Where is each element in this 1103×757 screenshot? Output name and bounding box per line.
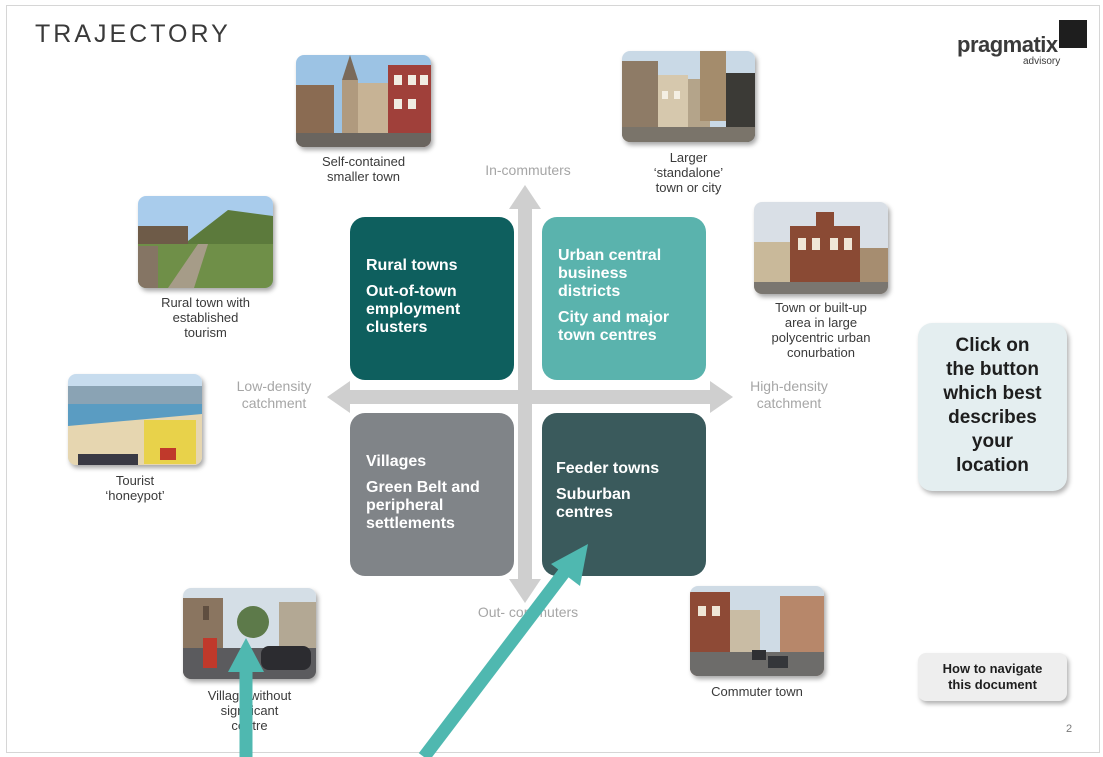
quadrant-title: Urban central business districts xyxy=(558,247,662,300)
axis-label-high-density: High-density catchment xyxy=(750,378,828,411)
pragmatix-logo: pragmatix advisory xyxy=(957,20,1087,67)
caption-rural-tourism: Rural town with established tourism xyxy=(161,295,250,340)
page-number: 2 xyxy=(1066,723,1073,735)
high-street-photo-icon xyxy=(622,51,755,142)
axis-arrow-right xyxy=(710,381,733,413)
photo-self-contained-town[interactable] xyxy=(296,55,431,147)
choose-location-button[interactable]: Click on the button which best describes… xyxy=(918,323,1067,491)
quadrant-title: Rural towns xyxy=(366,257,458,274)
axis-label-out-commuters: Out- commuters xyxy=(477,604,579,620)
caption-conurbation: Town or built-up area in large polycentr… xyxy=(771,300,871,360)
axis-label-in-commuters: In-commuters xyxy=(485,162,571,178)
how-to-navigate-button[interactable]: How to navigate this document xyxy=(918,653,1067,701)
quadrant-subtitle: City and major town centres xyxy=(558,309,670,344)
photo-rural-tourism[interactable] xyxy=(138,196,273,288)
quadrant-subtitle: Suburban centres xyxy=(556,486,631,521)
quadrant-title: Feeder towns xyxy=(556,460,660,477)
quadrant-rural-towns[interactable]: Rural towns Out-of-town employment clust… xyxy=(350,217,514,380)
photo-tourist-honeypot[interactable] xyxy=(68,374,202,465)
photo-commuter-town[interactable] xyxy=(690,586,824,676)
quadrant-villages[interactable]: Villages Green Belt and peripheral settl… xyxy=(350,413,514,576)
axis-arrow-left xyxy=(327,381,350,413)
village-street-photo-icon xyxy=(183,588,316,679)
axis-arrow-up xyxy=(509,185,541,209)
town-street-photo-icon xyxy=(296,55,431,147)
logo-square-icon xyxy=(1059,20,1087,48)
quadrant-urban-central[interactable]: Urban central business districts City an… xyxy=(542,217,706,380)
logo-wordmark: pragmatix xyxy=(957,32,1058,57)
photo-conurbation[interactable] xyxy=(754,202,888,294)
beach-photo-icon xyxy=(68,374,202,465)
quadrant-feeder-towns[interactable]: Feeder towns Suburban centres xyxy=(542,413,706,576)
caption-commuter-town: Commuter town xyxy=(711,684,803,699)
caption-tourist-honeypot: Tourist ‘honeypot’ xyxy=(105,473,165,503)
quadrant-subtitle: Green Belt and peripheral settlements xyxy=(366,479,480,532)
axis-label-low-density: Low-density catchment xyxy=(236,378,312,411)
commuter-street-photo-icon xyxy=(690,586,824,676)
horizontal-axis xyxy=(345,390,713,404)
caption-village: Village without significant centre xyxy=(207,688,292,733)
logo-subtitle: advisory xyxy=(1023,56,1061,67)
town-hall-photo-icon xyxy=(754,202,888,294)
photo-village[interactable] xyxy=(183,588,316,679)
quadrant-title: Villages xyxy=(366,453,427,470)
caption-larger-standalone: Larger ‘standalone’ town or city xyxy=(653,150,724,195)
trajectory-logo: TRAJECTORY xyxy=(35,20,231,48)
axis-arrow-down xyxy=(509,579,541,603)
rural-landscape-photo-icon xyxy=(138,196,273,288)
photo-larger-standalone[interactable] xyxy=(622,51,755,142)
quadrant-subtitle: Out-of-town employment clusters xyxy=(366,283,461,336)
caption-self-contained-town: Self-contained smaller town xyxy=(321,154,406,184)
